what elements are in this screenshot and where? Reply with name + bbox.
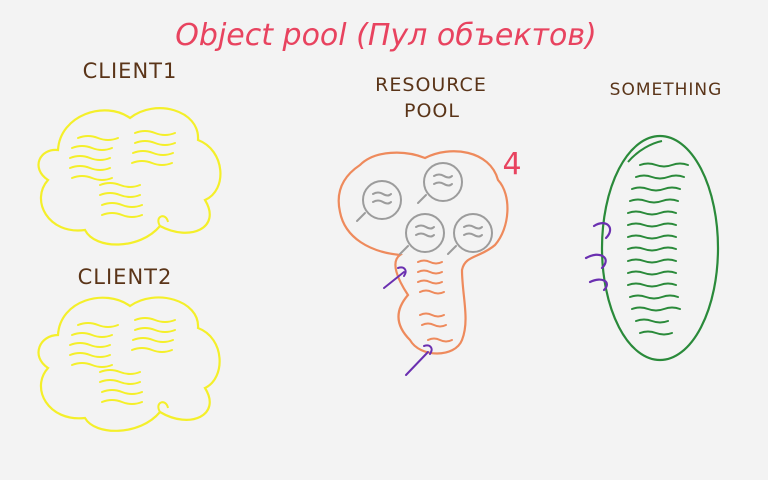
pool-object-lines	[417, 259, 453, 343]
client2-lines	[69, 317, 176, 405]
diagram-title: Object pool (Пул объектов)	[175, 18, 596, 53]
pool-connectors	[383, 266, 433, 376]
client1-lines	[69, 130, 176, 218]
resource-pool-label-line2: POOL	[404, 100, 460, 122]
pool-object-3	[399, 213, 445, 255]
something-lines	[627, 162, 689, 336]
client2-cloud	[37, 296, 221, 432]
something-connectors	[584, 222, 612, 292]
client1-label: CLIENT1	[83, 59, 178, 83]
resource-pool-blob	[337, 150, 509, 355]
something-label: SOMETHING	[610, 80, 723, 100]
pool-object-1	[356, 180, 402, 222]
pool-object-4	[447, 213, 493, 255]
client2-label: CLIENT2	[78, 265, 173, 289]
pool-object-2	[417, 162, 463, 204]
something-oval	[600, 134, 720, 362]
client1-cloud	[37, 107, 222, 246]
pool-objects	[356, 162, 493, 255]
resource-pool-label-line1: RESOURCE	[375, 74, 487, 96]
pool-count: 4	[502, 147, 521, 182]
